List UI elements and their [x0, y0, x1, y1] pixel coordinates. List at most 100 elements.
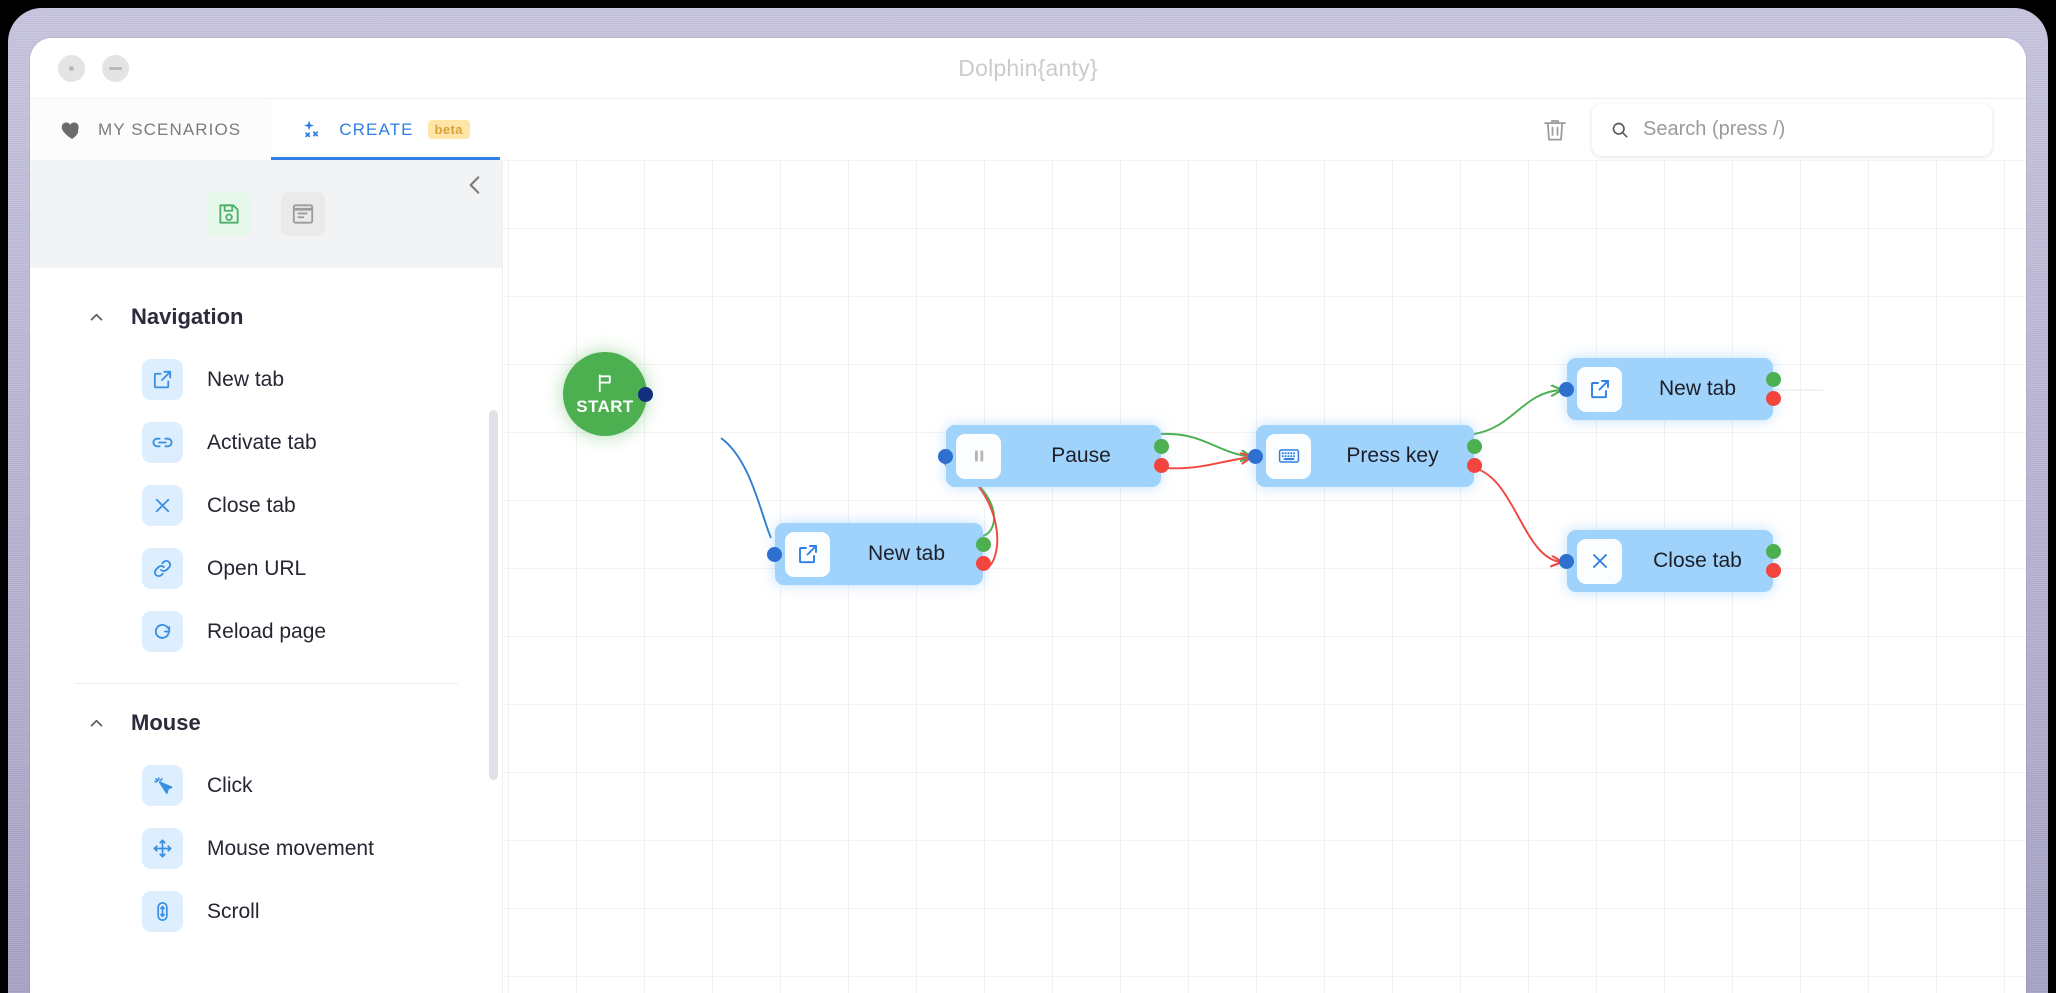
- chevron-up-icon: [88, 715, 105, 732]
- pause-icon: [956, 433, 1001, 479]
- group-title-mouse: Mouse: [131, 710, 201, 735]
- reload-icon: [142, 611, 183, 652]
- chevron-up-icon: [88, 309, 105, 326]
- sidebar-item-open-url[interactable]: Open URL: [30, 537, 502, 600]
- error-output-port[interactable]: [1467, 458, 1482, 473]
- external-link-icon: [785, 531, 830, 577]
- error-output-port[interactable]: [1766, 563, 1781, 578]
- scenario-canvas[interactable]: START New tab Pause: [503, 160, 2026, 993]
- canvas-node-start[interactable]: START: [563, 352, 653, 436]
- sidebar-item-close-tab[interactable]: Close tab: [30, 474, 502, 537]
- external-link-icon: [1577, 366, 1622, 412]
- edge-start-to-new-tab: [720, 437, 772, 539]
- error-output-port[interactable]: [1154, 458, 1169, 473]
- link-chain-icon: [142, 422, 183, 463]
- canvas-node-new-tab-2[interactable]: New tab: [1559, 358, 1781, 420]
- chevron-left-icon[interactable]: [462, 172, 488, 198]
- success-output-port[interactable]: [1766, 544, 1781, 559]
- canvas-toolbar: [1540, 99, 2026, 160]
- sidebar-scroll-area[interactable]: Navigation New tab: [30, 268, 502, 993]
- input-port[interactable]: [1559, 554, 1574, 569]
- close-x-icon: [1577, 538, 1622, 584]
- edge-pause-success-to-press-key: [1160, 433, 1251, 457]
- canvas-node-pause-label: Pause: [1051, 444, 1111, 467]
- canvas-node-press-key[interactable]: Press key: [1248, 425, 1482, 487]
- sidebar-item-open-url-label: Open URL: [207, 556, 307, 580]
- success-output-port[interactable]: [976, 537, 991, 552]
- trash-icon[interactable]: [1540, 115, 1570, 145]
- edge-pause-error-to-press-key: [1160, 457, 1251, 470]
- start-node-label: START: [576, 396, 634, 416]
- heart-icon: [60, 118, 84, 142]
- sparkle-icon: [301, 118, 325, 142]
- flag-icon: [598, 373, 611, 392]
- error-output-port[interactable]: [1766, 391, 1781, 406]
- canvas-node-new-tab-1[interactable]: New tab: [767, 523, 991, 585]
- canvas-node-pause[interactable]: Pause: [938, 425, 1169, 487]
- search-input[interactable]: [1643, 118, 1974, 141]
- sidebar-item-click-label: Click: [207, 773, 253, 797]
- tab-my-scenarios-label: MY SCENARIOS: [98, 119, 242, 139]
- workspace: Navigation New tab: [30, 160, 2026, 993]
- sidebar-item-reload-page[interactable]: Reload page: [30, 600, 502, 663]
- notes-button[interactable]: [281, 192, 325, 236]
- tab-my-scenarios[interactable]: MY SCENARIOS: [30, 99, 272, 160]
- scroll-icon: [142, 891, 183, 932]
- canvas-node-press-key-label: Press key: [1346, 444, 1439, 467]
- close-x-icon: [142, 485, 183, 526]
- canvas-node-new-tab-1-label: New tab: [867, 542, 946, 565]
- sidebar-item-reload-page-label: Reload page: [207, 619, 327, 643]
- sidebar-scrollbar[interactable]: [489, 410, 498, 780]
- tab-create[interactable]: CREATE beta: [271, 99, 500, 160]
- canvas-node-new-tab-2-label: New tab: [1658, 377, 1737, 400]
- window-controls: [58, 54, 129, 82]
- edge-press-key-success-to-new-tab: [1473, 390, 1561, 435]
- group-header-navigation[interactable]: Navigation: [30, 286, 502, 348]
- canvas-node-close-tab[interactable]: Close tab: [1559, 530, 1781, 592]
- input-port[interactable]: [767, 547, 782, 562]
- save-disk-icon: [219, 204, 239, 224]
- tab-bar-spacer: [500, 99, 1540, 160]
- sidebar-item-new-tab[interactable]: New tab: [30, 348, 502, 411]
- notes-icon: [292, 204, 314, 224]
- success-output-port[interactable]: [1467, 439, 1482, 454]
- sidebar-item-activate-tab[interactable]: Activate tab: [30, 411, 502, 474]
- search-box[interactable]: [1592, 103, 1992, 156]
- move-arrows-icon: [142, 828, 183, 869]
- close-dot[interactable]: [58, 54, 85, 82]
- sidebar-item-scroll[interactable]: Scroll: [30, 880, 502, 943]
- tab-bar: MY SCENARIOS CREATE beta: [30, 98, 2026, 160]
- canvas-node-close-tab-label: Close tab: [1653, 549, 1742, 572]
- start-output-port[interactable]: [638, 387, 653, 402]
- sidebar-item-scroll-label: Scroll: [207, 899, 260, 923]
- save-scenario-button[interactable]: [207, 192, 251, 236]
- sidebar-item-close-tab-label: Close tab: [207, 493, 296, 517]
- actions-sidebar: Navigation New tab: [30, 160, 503, 993]
- link-icon: [142, 548, 183, 589]
- input-port[interactable]: [1559, 382, 1574, 397]
- sidebar-header: [30, 160, 502, 268]
- search-icon: [1612, 122, 1628, 137]
- group-title-navigation: Navigation: [131, 304, 244, 329]
- group-header-mouse[interactable]: Mouse: [30, 692, 502, 754]
- minimize-dot[interactable]: [102, 54, 129, 82]
- window-titlebar: Dolphin{anty}: [30, 38, 2026, 98]
- cursor-click-icon: [142, 765, 183, 806]
- error-output-port[interactable]: [976, 556, 991, 571]
- tab-create-label: CREATE: [339, 119, 414, 139]
- group-divider: [74, 683, 458, 684]
- sidebar-item-new-tab-label: New tab: [207, 367, 285, 391]
- input-port[interactable]: [1248, 449, 1263, 464]
- input-port[interactable]: [938, 449, 953, 464]
- success-output-port[interactable]: [1766, 372, 1781, 387]
- app-window: Dolphin{anty} MY SCENARIOS CREATE beta: [30, 38, 2026, 993]
- success-output-port[interactable]: [1154, 439, 1169, 454]
- sidebar-item-activate-tab-label: Activate tab: [207, 430, 317, 454]
- keyboard-icon: [1266, 433, 1311, 479]
- window-title: Dolphin{anty}: [958, 54, 1098, 81]
- sidebar-item-click[interactable]: Click: [30, 754, 502, 817]
- sidebar-item-mouse-movement[interactable]: Mouse movement: [30, 817, 502, 880]
- external-link-icon: [142, 359, 183, 400]
- edge-press-key-error-to-close-tab: [1473, 467, 1561, 562]
- beta-badge: beta: [427, 120, 470, 139]
